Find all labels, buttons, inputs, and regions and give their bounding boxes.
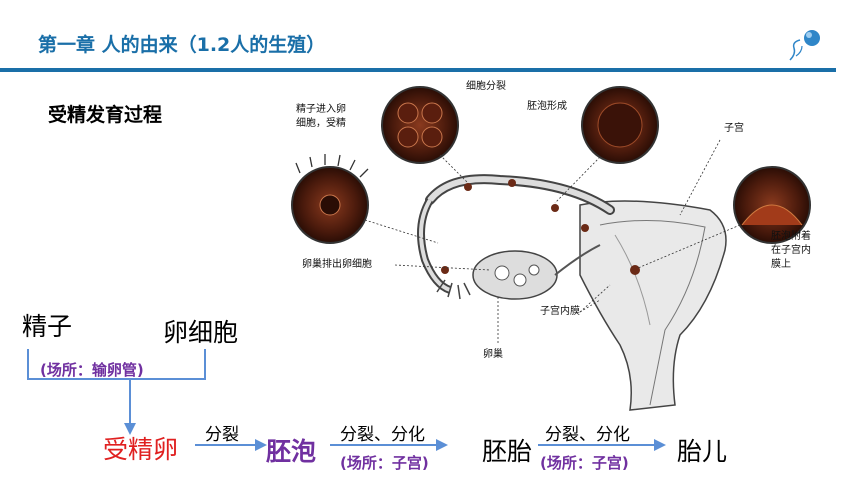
blastocyst-label: 胚泡 xyxy=(266,437,317,466)
zygote-label: 受精卵 xyxy=(103,435,179,464)
fetus-label: 胎儿 xyxy=(677,437,728,466)
uterus-shape xyxy=(579,200,727,411)
embryo-label: 胚胎 xyxy=(482,437,533,466)
caption-cell-division: 细胞分裂 xyxy=(466,81,506,92)
step2-label: 分裂、分化 xyxy=(340,425,425,445)
title-underline xyxy=(0,68,836,72)
arrow-3 xyxy=(538,439,666,451)
place-uterus-1: (场所：子宫) xyxy=(340,454,429,472)
caption-sperm-enter: 精子进入卵 细胞，受精 xyxy=(296,104,346,129)
ovary-shape xyxy=(472,250,558,300)
sperm-label: 精子 xyxy=(22,312,73,341)
page-title: 第一章 人的由来（1.2人的生殖） xyxy=(38,34,326,56)
place-uterus-2: (场所：子宫) xyxy=(540,454,629,472)
reproduction-diagram xyxy=(291,86,811,411)
caption-ovulation: 卵巢排出卵细胞 xyxy=(302,259,372,270)
caption-ovary: 卵巢 xyxy=(483,349,503,360)
arrow-1 xyxy=(195,439,267,451)
step1-label: 分裂 xyxy=(205,425,239,445)
step3-label: 分裂、分化 xyxy=(545,425,630,445)
merge-bracket xyxy=(27,349,206,435)
section-title: 受精发育过程 xyxy=(48,104,163,126)
caption-uterus: 子宫 xyxy=(724,123,744,134)
caption-endometrium: 子宫内膜 xyxy=(540,306,580,317)
cleavage-cell xyxy=(381,86,459,164)
arrow-2 xyxy=(330,439,448,451)
place-oviduct: (场所：输卵管) xyxy=(40,361,144,379)
caption-blastocyst-form: 胚泡形成 xyxy=(527,101,567,112)
egg-label: 卵细胞 xyxy=(163,318,239,347)
caption-implant: 胚泡附着 在子宫内 膜上 xyxy=(771,231,811,270)
sperm-logo-icon xyxy=(789,30,820,61)
